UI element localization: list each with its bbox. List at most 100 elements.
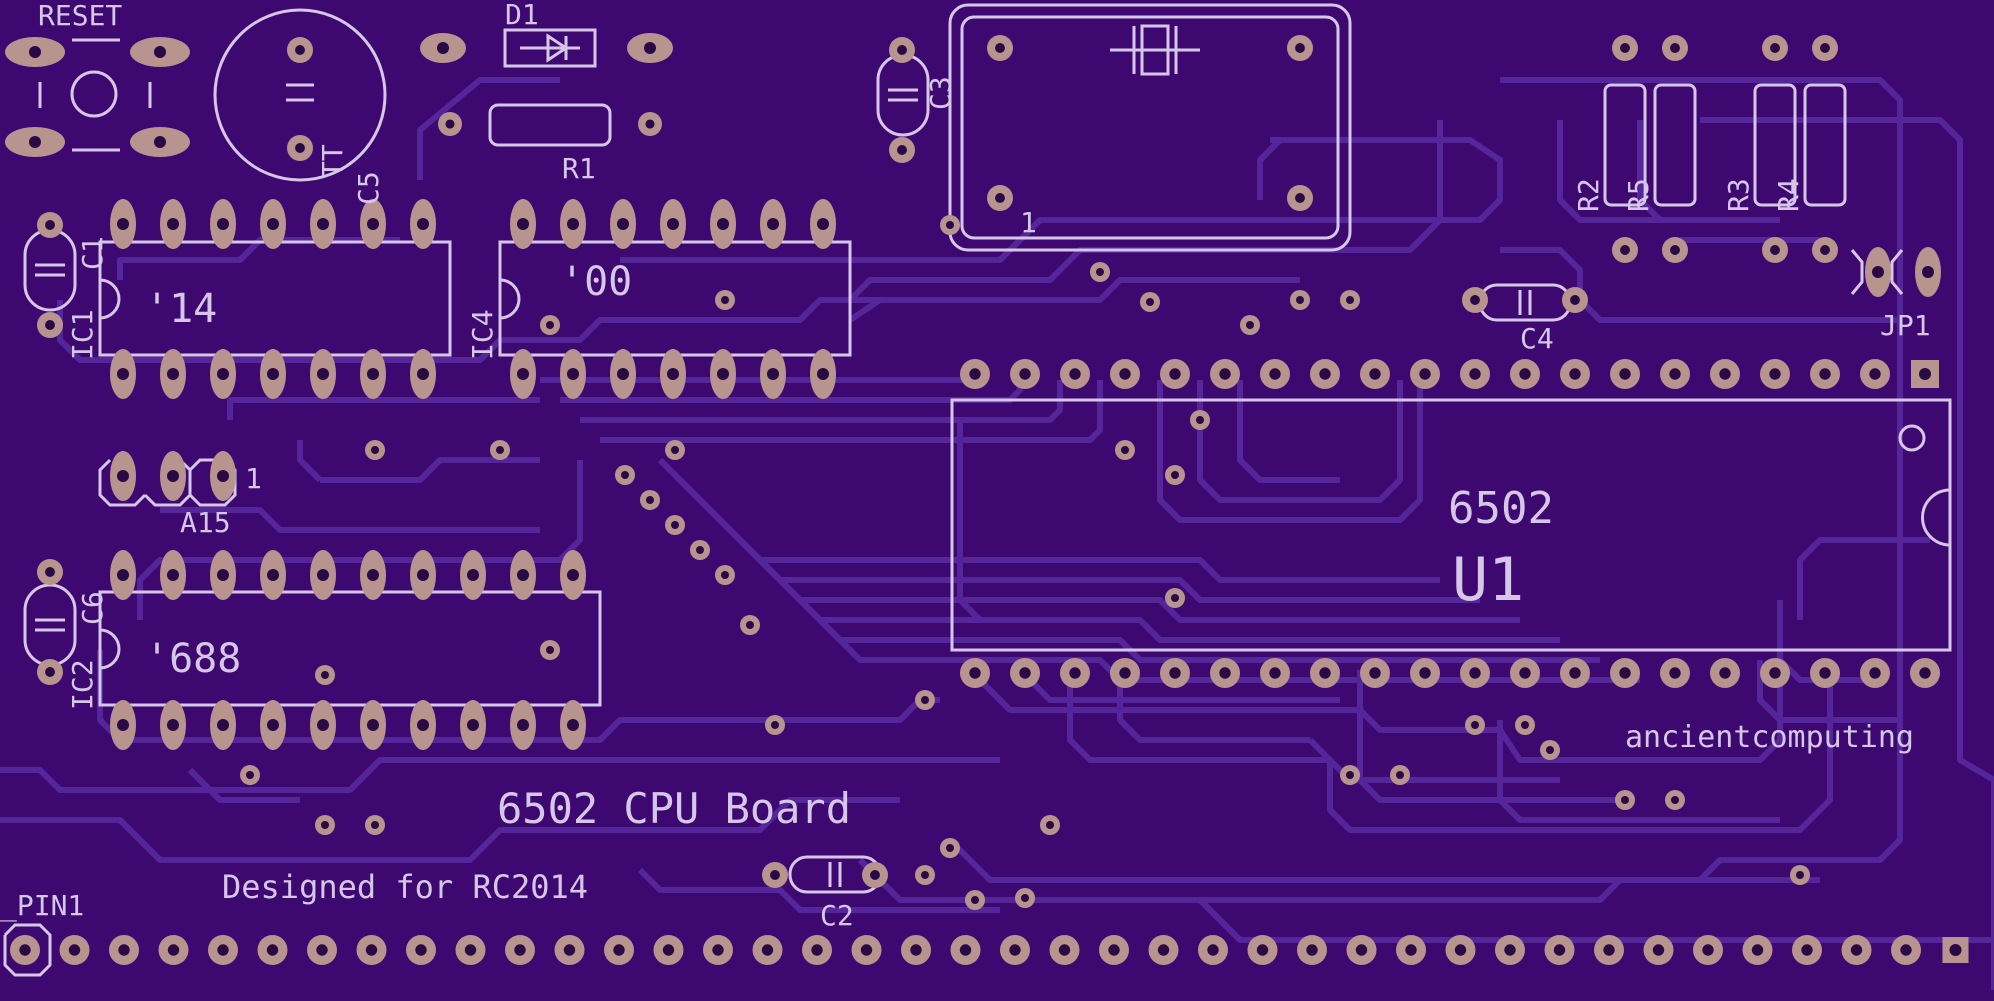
drill-hole (1619, 368, 1631, 380)
drill-hole (1719, 368, 1731, 380)
drill-hole (217, 569, 229, 581)
r3-label: R3 (1722, 178, 1755, 212)
drill-hole (367, 368, 379, 380)
drill-hole (266, 944, 279, 956)
drill-hole (267, 569, 279, 581)
drill-hole (1949, 944, 1962, 956)
drill-hole (1553, 944, 1566, 956)
drill-hole (464, 944, 477, 956)
drill-hole (496, 446, 504, 454)
drill-hole (365, 944, 378, 956)
reset-label: RESET (38, 0, 122, 32)
drill-hole (45, 667, 55, 677)
drill-hole (897, 145, 907, 155)
drill-hole (217, 218, 229, 230)
drill-hole (167, 944, 180, 956)
drill-hole (1046, 821, 1054, 829)
a15-label: A15 (180, 506, 231, 539)
drill-hole (1169, 667, 1181, 679)
drill-hole (415, 944, 427, 956)
drill-hole (19, 944, 31, 956)
drill-hole (671, 446, 679, 454)
jp1-label: JP1 (1880, 309, 1931, 342)
traces (0, 77, 1994, 990)
bus-zigzag (3, 923, 52, 977)
drill-hole (1570, 295, 1580, 305)
drill-hole (1620, 43, 1630, 53)
drill-hole (671, 521, 679, 529)
ic4-part-label: '00 (560, 259, 632, 305)
drill-hole (860, 944, 873, 956)
pads (5, 33, 1969, 965)
drill-hole (68, 944, 81, 956)
drill-hole (1770, 43, 1780, 53)
drill-hole (267, 218, 279, 230)
brand-label: ancientcomputing (1625, 720, 1914, 755)
drill-hole (1069, 368, 1081, 380)
drill-hole (317, 218, 329, 230)
drill-hole (417, 569, 429, 581)
drill-hole (167, 368, 179, 380)
drill-hole (1819, 667, 1831, 679)
drill-hole (1157, 944, 1170, 956)
labels: RESET D1 R1 C3 C5 TT 1 R2 R5 R3 R4 JP1 C… (0, 0, 1931, 932)
r1-label: R1 (562, 152, 596, 185)
drill-hole (417, 368, 429, 380)
u1-outline (950, 398, 1952, 652)
drill-hole (1569, 667, 1581, 679)
drill-hole (118, 944, 130, 956)
c1-label: C1 (76, 236, 109, 270)
drill-hole (1269, 667, 1281, 679)
drill-hole (645, 119, 655, 129)
c5-outline (213, 8, 387, 182)
drill-hole (1900, 944, 1912, 956)
drill-hole (45, 220, 55, 230)
drill-hole (371, 446, 379, 454)
drill-hole (1769, 368, 1781, 380)
r4-label: R4 (1772, 178, 1805, 212)
drill-hole (217, 470, 229, 482)
drill-hole (1603, 944, 1615, 956)
drill-hole (1470, 295, 1480, 305)
drill-hole (517, 719, 529, 731)
drill-hole (167, 470, 179, 482)
drill-hole (29, 46, 41, 58)
drill-hole (1256, 944, 1269, 956)
board-title: 6502 CPU Board (497, 784, 851, 833)
ic4-label: IC4 (466, 309, 499, 360)
c3-label: C3 (924, 76, 957, 110)
drill-hole (817, 368, 829, 380)
drill-hole (217, 368, 229, 380)
drill-hole (662, 944, 675, 956)
drill-hole (267, 719, 279, 731)
drill-hole (1519, 667, 1531, 679)
drill-hole (567, 569, 579, 581)
drill-hole (514, 944, 526, 956)
drill-hole (1346, 771, 1354, 779)
drill-hole (771, 721, 779, 729)
drill-hole (117, 218, 129, 230)
drill-hole (746, 621, 754, 629)
drill-hole (971, 896, 979, 904)
d1-outline (503, 28, 597, 68)
drill-hole (1146, 298, 1154, 306)
drill-hole (1869, 667, 1881, 679)
drill-hole (995, 193, 1005, 203)
drill-hole (317, 569, 329, 581)
drill-hole (959, 944, 972, 956)
drill-hole (29, 136, 41, 148)
drill-hole (417, 218, 429, 230)
drill-hole (1819, 368, 1831, 380)
drill-hole (295, 143, 305, 153)
drill-hole (367, 719, 379, 731)
board-subtitle: Designed for RC2014 (222, 868, 588, 906)
drill-hole (1769, 667, 1781, 679)
c2-label: C2 (820, 899, 854, 932)
drill-hole (696, 546, 704, 554)
drill-hole (517, 368, 529, 380)
drill-hole (1019, 368, 1031, 380)
drill-hole (1369, 667, 1381, 679)
drill-hole (1869, 368, 1881, 380)
